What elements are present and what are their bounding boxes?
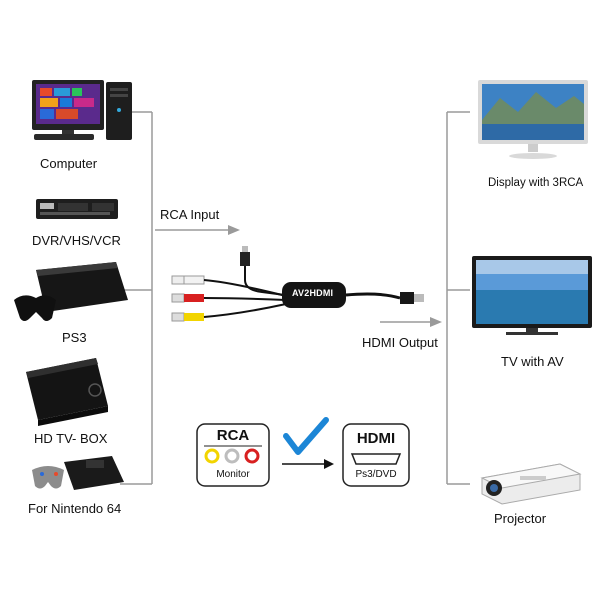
conversion-arrow: [282, 459, 334, 469]
hdmi-badge-title: HDMI: [356, 430, 396, 447]
converter-cable: [171, 246, 424, 322]
rca-badge: [196, 423, 270, 487]
hdmi-output-label: HDMI Output: [362, 335, 438, 350]
rca-input-arrow: [155, 225, 240, 235]
hdmi-badge-subtitle: Ps3/DVD: [355, 469, 397, 480]
rca-badge-subtitle: Monitor: [216, 469, 250, 480]
hdmi-badge: [342, 423, 410, 487]
projector-icon: [480, 463, 582, 505]
source-label-dvr: DVR/VHS/VCR: [32, 233, 121, 248]
source-label-computer: Computer: [40, 156, 98, 171]
output-label-tv: TV with AV: [501, 354, 564, 369]
dvr-player-icon: [36, 199, 118, 219]
source-label-ps3: PS3: [62, 330, 87, 345]
converter-label: AV2HDMI: [292, 288, 334, 298]
computer-icon: [32, 80, 132, 140]
rca-input-label: RCA Input: [160, 207, 220, 222]
right-bracket: [446, 111, 470, 485]
source-label-hdtvbox: HD TV- BOX: [34, 431, 108, 446]
ps3-console-icon: [14, 262, 128, 321]
tv-box-icon: [26, 358, 108, 426]
tv-icon: [472, 256, 592, 335]
output-label-display: Display with 3RCA: [488, 177, 584, 189]
hdmi-output-arrow: [380, 317, 442, 327]
nintendo-64-icon: [32, 456, 124, 490]
source-label-n64: For Nintendo 64: [28, 501, 122, 516]
output-label-projector: Projector: [494, 511, 547, 526]
rca-badge-title: RCA: [216, 427, 250, 444]
check-icon: [283, 417, 329, 455]
monitor-icon: [478, 80, 588, 159]
